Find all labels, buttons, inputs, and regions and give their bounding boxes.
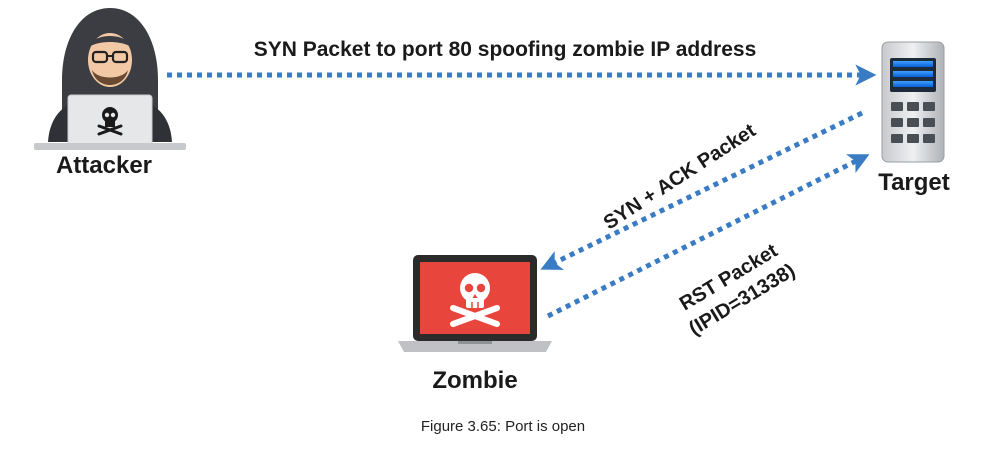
hooded-hacker-icon — [34, 8, 186, 150]
arrow-rst-to-target — [546, 154, 870, 319]
figure-caption: Figure 3.65: Port is open — [420, 418, 586, 435]
label-syn-to-target: SYN Packet to port 80 spoofing zombie IP… — [254, 38, 757, 61]
skull-laptop-icon — [398, 255, 552, 352]
target-label: Target — [878, 169, 950, 196]
attacker-label: Attacker — [56, 152, 152, 179]
server-icon — [881, 41, 945, 163]
label-rst-group: RST Packet (IPID=31338) — [676, 240, 799, 340]
arrow-syn-ack-to-zombie — [540, 110, 864, 270]
zombie-label: Zombie — [432, 367, 517, 394]
